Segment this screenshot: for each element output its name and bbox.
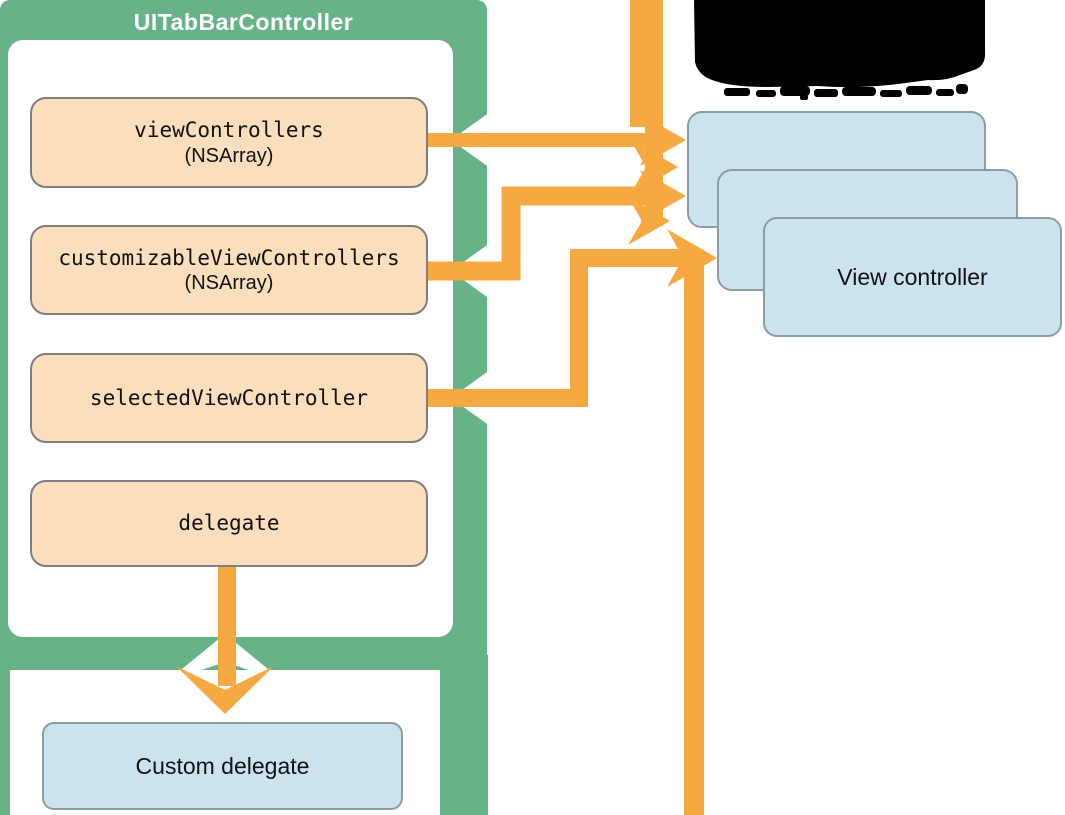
property-box-delegate: delegate: [30, 480, 428, 567]
arrowhead-2: [630, 139, 678, 195]
property-box-selectedviewcontroller: selectedViewController: [30, 353, 428, 443]
view-controller-box-front: View controller: [763, 217, 1062, 337]
custom-delegate-label: Custom delegate: [135, 752, 310, 779]
property-name: viewControllers: [134, 118, 324, 143]
property-name: customizableViewControllers: [58, 245, 400, 270]
container-title: UITabBarController: [133, 8, 354, 35]
arrowhead-4: [628, 197, 670, 245]
property-type: (NSArray): [184, 144, 274, 167]
property-name: delegate: [178, 511, 280, 536]
connectors: [176, 0, 717, 815]
bottom-partial-frame: [0, 655, 488, 815]
arrow-delegate-shaft: [218, 566, 236, 686]
property-name: selectedViewController: [89, 385, 369, 410]
view-controller-label: View controller: [837, 263, 988, 290]
arrow-selected-line: [428, 249, 684, 407]
top-inbound-band: [630, 0, 663, 127]
vertical-line-to-bottom: [684, 250, 704, 815]
property-box-viewcontrollers: viewControllers (NSArray): [30, 97, 428, 188]
arrowhead-delegate: [176, 666, 274, 714]
arrow-viewcontrollers-line: [428, 133, 654, 147]
property-type: (NSArray): [184, 272, 274, 295]
blackout-blob: [694, 0, 986, 100]
custom-delegate-box: Custom delegate: [42, 722, 403, 810]
arrow-customizable-line: [428, 186, 650, 281]
property-box-customizableviewcontrollers: customizableViewControllers (NSArray): [30, 225, 428, 315]
arrowhead-3: [640, 170, 686, 222]
